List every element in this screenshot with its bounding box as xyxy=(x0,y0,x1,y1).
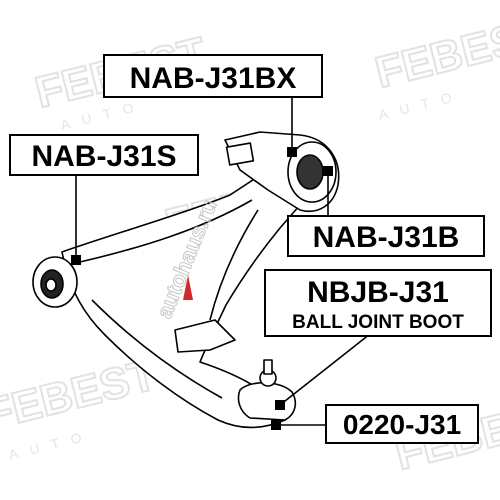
leader-nbjb-j31 xyxy=(279,333,371,406)
part-number: NAB-J31S xyxy=(31,140,176,173)
ball-joint-pin xyxy=(263,359,273,375)
callout-box xyxy=(287,215,485,257)
callout-nbjb-j31: NBJB-J31 BALL JOINT BOOT xyxy=(264,269,492,337)
part-description: BALL JOINT BOOT xyxy=(292,312,464,333)
callout-nab-j31b: NAB-J31B xyxy=(287,215,485,257)
callout-box xyxy=(103,54,323,98)
marker-nbjb-j31 xyxy=(275,400,285,410)
site-watermark-accent xyxy=(183,275,193,300)
arm-rib-diagonal xyxy=(209,209,259,321)
part-number: 0220-J31 xyxy=(343,409,461,440)
part-number: NAB-J31B xyxy=(313,221,460,254)
rear-bracket xyxy=(225,142,255,166)
part-number: NAB-J31BX xyxy=(130,62,297,95)
part-number: NBJB-J31 xyxy=(307,276,449,309)
control-arm-drawing xyxy=(32,131,340,429)
callout-box xyxy=(325,404,479,444)
arm-rib-lower xyxy=(91,299,223,399)
marker-nab-j31bx xyxy=(287,147,297,157)
watermark-brand-2: FEBEST xyxy=(371,8,500,98)
callout-box xyxy=(9,134,199,176)
marker-nab-j31s xyxy=(71,255,81,265)
ball-joint-mount xyxy=(237,381,297,421)
leader-lines xyxy=(75,96,371,426)
front-bushing-bore xyxy=(45,278,57,292)
marker-0220-j31 xyxy=(271,420,281,430)
callout-nab-j31s: NAB-J31S xyxy=(9,134,199,176)
leader-end-markers xyxy=(71,147,333,430)
callout-box xyxy=(264,269,492,337)
arm-rib-upper xyxy=(79,199,253,263)
callout-nab-j31bx: NAB-J31BX xyxy=(103,54,323,98)
marker-nab-j31b xyxy=(323,166,333,176)
center-bracket xyxy=(174,319,236,353)
callout-0220-j31: 0220-J31 xyxy=(325,404,479,444)
rear-bushing-core xyxy=(296,154,324,190)
